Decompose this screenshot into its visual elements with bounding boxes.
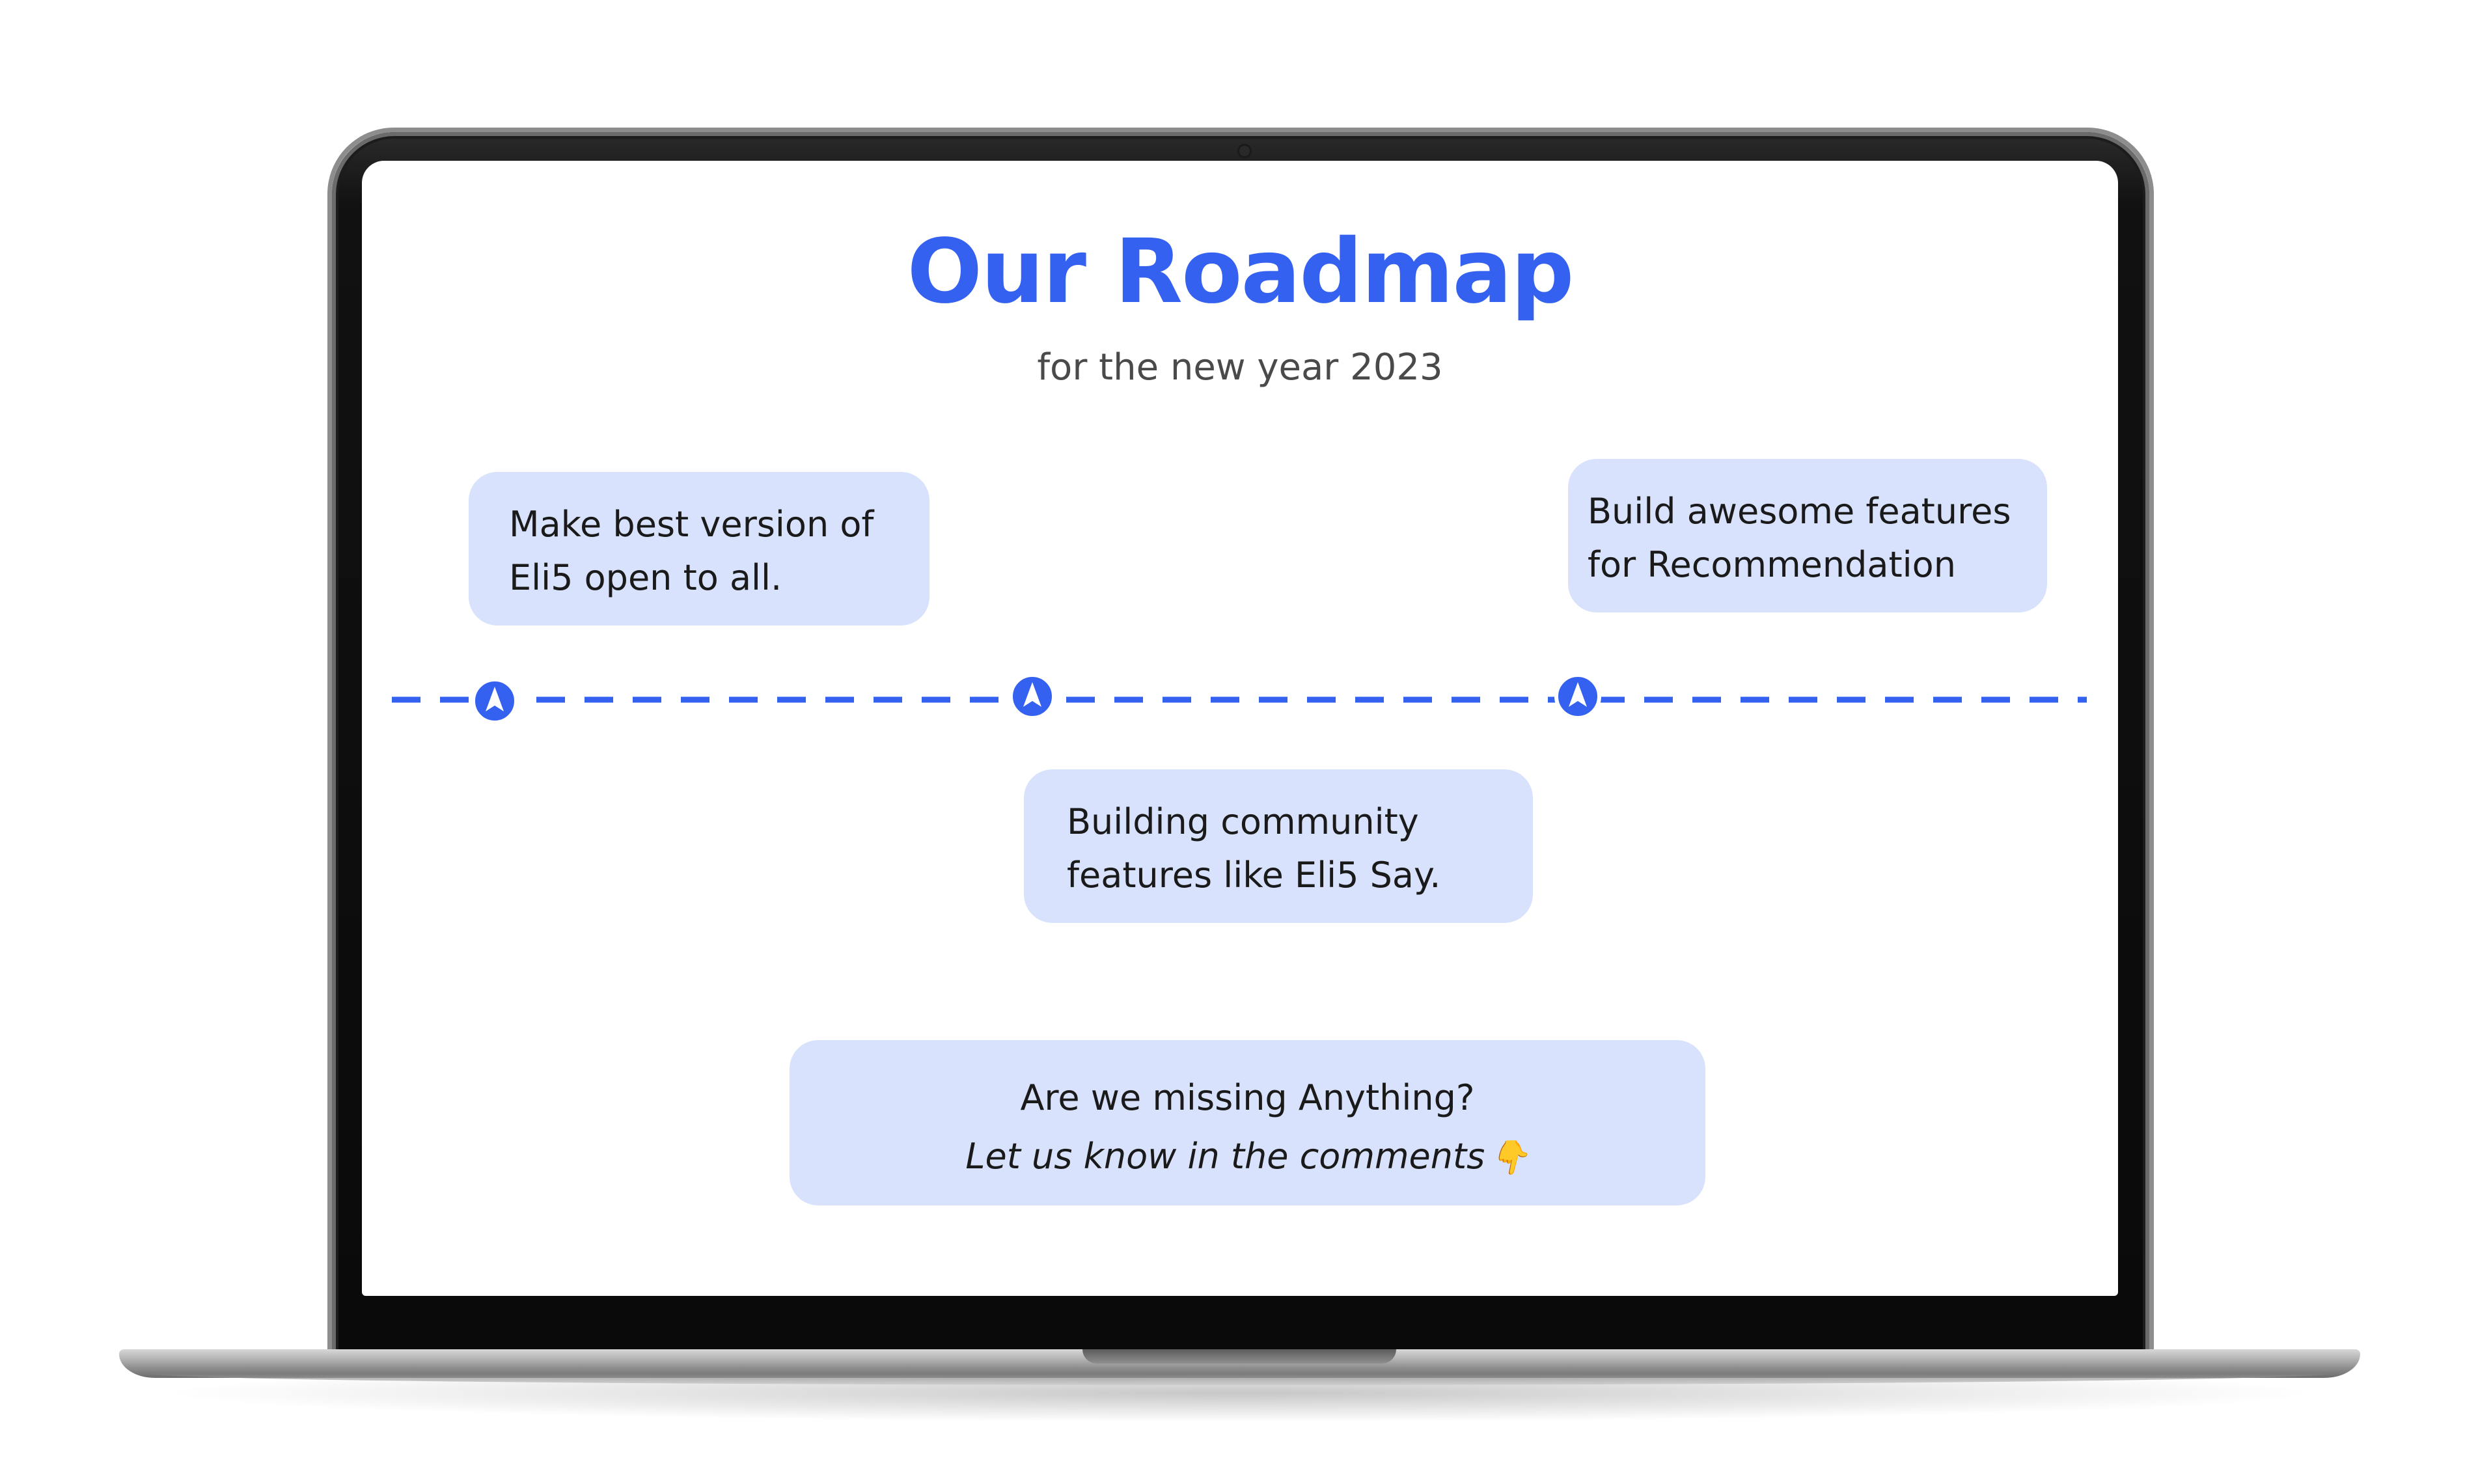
milestone-card-text: Eli5 open to all. — [509, 557, 782, 598]
navigation-arrow-icon — [1569, 682, 1587, 707]
laptop-lid-rim — [327, 128, 2154, 1356]
laptop-base-edge — [150, 1373, 2330, 1385]
navigation-arrow-icon — [486, 687, 504, 711]
laptop-screen: Our Roadmap for the new year 2023 Make b… — [362, 161, 2118, 1296]
milestone-card-text: features like Eli5 Say. — [1067, 855, 1441, 896]
pointing-down-icon: 👇 — [1489, 1138, 1530, 1176]
milestone-card-text: Make best version of — [509, 504, 874, 545]
webcam-icon — [1239, 146, 1250, 156]
timeline — [392, 673, 2087, 724]
timeline-marker-3 — [1554, 673, 1601, 720]
timeline-marker-2 — [1009, 673, 1056, 720]
roadmap-title: Our Roadmap — [907, 221, 1575, 323]
milestone-card-text: for Recommendation — [1588, 544, 1956, 585]
navigation-arrow-icon — [1023, 682, 1041, 707]
milestone-card-text: Building community — [1067, 801, 1419, 842]
feedback-prompt-text: Let us know in the comments — [965, 1136, 1485, 1177]
milestone-card-2: Build awesome features for Recommendatio… — [1568, 459, 2047, 612]
roadmap-subtitle: for the new year 2023 — [1037, 346, 1443, 389]
milestone-card-1: Make best version of Eli5 open to all. — [469, 472, 929, 625]
timeline-marker-1 — [471, 678, 518, 724]
feedback-callout: Are we missing Anything? Let us know in … — [790, 1040, 1705, 1205]
milestone-card-3: Building community features like Eli5 Sa… — [1024, 769, 1533, 923]
laptop-opening-notch — [1082, 1349, 1396, 1364]
milestone-card-text: Build awesome features — [1588, 491, 2011, 532]
feedback-prompt: Let us know in the comments👇 — [790, 1127, 1705, 1187]
feedback-question: Are we missing Anything? — [1020, 1077, 1475, 1118]
